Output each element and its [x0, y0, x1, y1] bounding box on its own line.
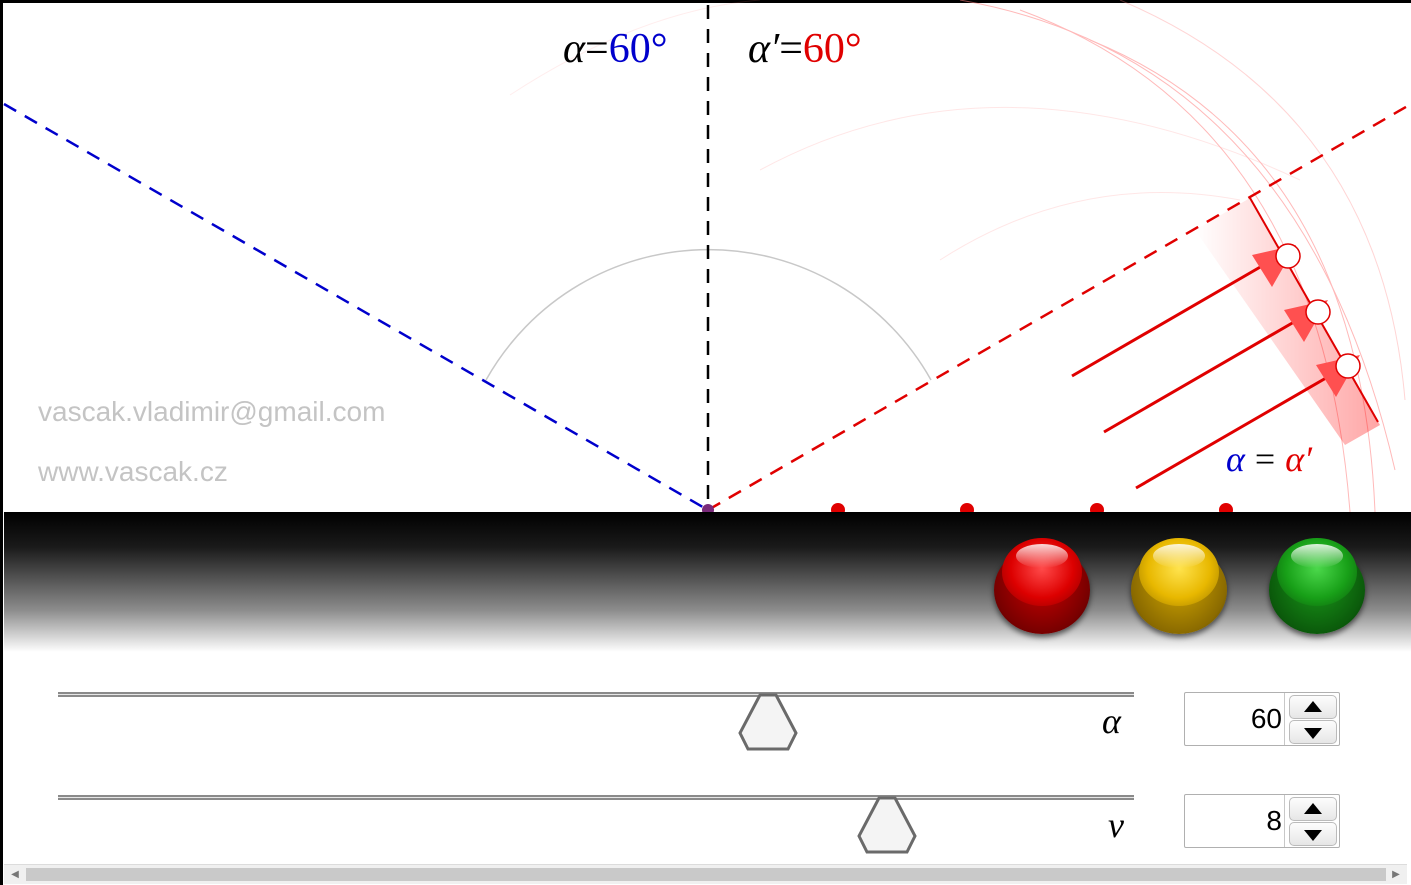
start-button-gloss	[1291, 544, 1343, 568]
alpha-increment-button[interactable]	[1289, 695, 1337, 719]
start-button[interactable]	[1269, 538, 1365, 634]
stop-button[interactable]	[994, 538, 1090, 634]
alpha-label: α	[1102, 701, 1121, 741]
wavelet-markers	[1275, 243, 1361, 379]
velocity-slider-thumb[interactable]	[856, 796, 917, 854]
law-alpha-prime: α′	[1285, 439, 1313, 479]
velocity-spinner[interactable]: 8	[1184, 794, 1340, 848]
alpha-slider-thumb[interactable]	[738, 693, 798, 751]
reflection-law: α = α′	[1226, 438, 1312, 480]
incident-ray	[3, 102, 709, 512]
velocity-decrement-button[interactable]	[1289, 822, 1337, 846]
surface-dots	[702, 503, 1233, 512]
incident-equals: =	[585, 26, 609, 72]
alpha-decrement-button[interactable]	[1289, 720, 1337, 744]
stop-button-gloss	[1016, 544, 1068, 568]
law-alpha: α	[1226, 439, 1245, 479]
reflected-equals: =	[779, 26, 803, 72]
watermark-website: www.vascak.cz	[38, 456, 228, 487]
horizontal-scrollbar[interactable]: ◀ ▶	[4, 864, 1407, 884]
scrollbar-thumb[interactable]	[26, 868, 1386, 881]
simulation-canvas: α=60° α′=60° α = α′ vascak.vladimir@gmai…	[3, 0, 1411, 512]
incident-angle-value: 60°	[608, 26, 668, 72]
watermark-email: vascak.vladimir@gmail.com	[38, 396, 386, 427]
arrow-up-icon	[1304, 803, 1322, 814]
reflected-angle-symbol: α′	[748, 26, 780, 72]
alpha-slider-track[interactable]	[58, 692, 1134, 697]
alpha-spinner[interactable]: 60	[1184, 692, 1340, 746]
arrow-down-icon	[1304, 728, 1322, 739]
incident-angle-readout: α=60°	[563, 24, 668, 73]
top-border	[0, 0, 1411, 3]
left-border	[0, 0, 3, 885]
velocity-value-field[interactable]: 8	[1185, 795, 1285, 847]
reflected-angle-value: 60°	[802, 26, 862, 72]
velocity-increment-button[interactable]	[1289, 797, 1337, 821]
pause-button[interactable]	[1131, 538, 1227, 634]
reflected-ray	[707, 102, 1411, 512]
arrow-down-icon	[1304, 830, 1322, 841]
reflection-diagram	[3, 0, 1411, 512]
control-panel	[4, 512, 1411, 652]
incident-angle-symbol: α	[563, 26, 586, 72]
arrow-up-icon	[1304, 701, 1322, 712]
alpha-value-field[interactable]: 60	[1185, 693, 1285, 745]
pause-button-gloss	[1153, 544, 1205, 568]
wavefront-glow	[1195, 198, 1380, 445]
scroll-left-icon[interactable]: ◀	[11, 869, 19, 880]
scroll-right-icon[interactable]: ▶	[1392, 869, 1400, 880]
law-equals: =	[1254, 439, 1276, 479]
velocity-slider-track[interactable]	[58, 795, 1134, 800]
reflected-angle-readout: α′=60°	[748, 24, 862, 73]
velocity-label: v	[1108, 805, 1124, 845]
